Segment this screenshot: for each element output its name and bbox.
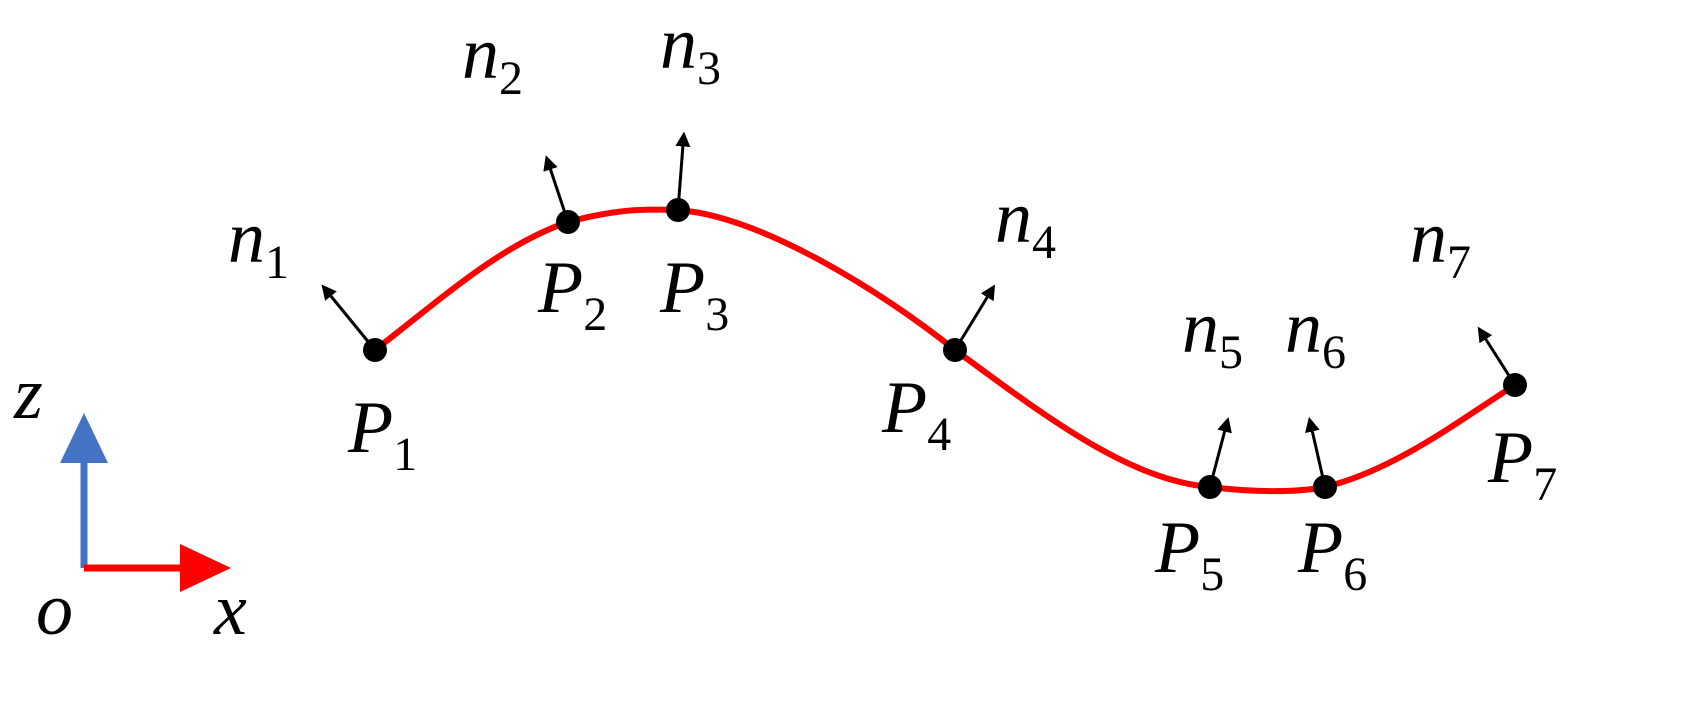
point-dot-4 [943, 338, 967, 362]
point-label-2: P2 [537, 247, 607, 341]
normal-label-6: n6 [1285, 287, 1346, 379]
point-labels: P1 P2 P3 P4 P5 P6 P7 [347, 247, 1557, 601]
point-label-4: P4 [881, 367, 951, 461]
point-dot-2 [556, 210, 580, 234]
axes: o x z [13, 353, 247, 651]
z-axis-label: z [13, 353, 43, 435]
point-label-6: P6 [1297, 507, 1367, 601]
normal-labels: n1 n2 n3 n4 n5 n6 n7 [228, 3, 1471, 379]
point-dot-7 [1503, 373, 1527, 397]
normal-label-1: n1 [228, 197, 289, 289]
normal-label-5: n5 [1182, 287, 1243, 379]
point-dot-3 [666, 198, 690, 222]
x-axis-arrowhead [180, 544, 231, 592]
origin-label: o [36, 569, 73, 651]
point-label-1: P1 [347, 387, 417, 481]
z-axis-arrowhead [60, 413, 108, 463]
x-axis-label: x [213, 569, 247, 651]
curve-points [363, 198, 1527, 499]
point-dot-5 [1198, 475, 1222, 499]
normal-label-7: n7 [1410, 197, 1471, 289]
point-label-5: P5 [1154, 507, 1224, 601]
normal-label-2: n2 [462, 13, 523, 105]
normal-label-4: n4 [995, 177, 1056, 269]
point-dot-6 [1313, 475, 1337, 499]
point-label-3: P3 [659, 247, 729, 341]
normal-label-3: n3 [660, 3, 721, 95]
point-dot-1 [363, 338, 387, 362]
point-label-7: P7 [1487, 417, 1557, 511]
